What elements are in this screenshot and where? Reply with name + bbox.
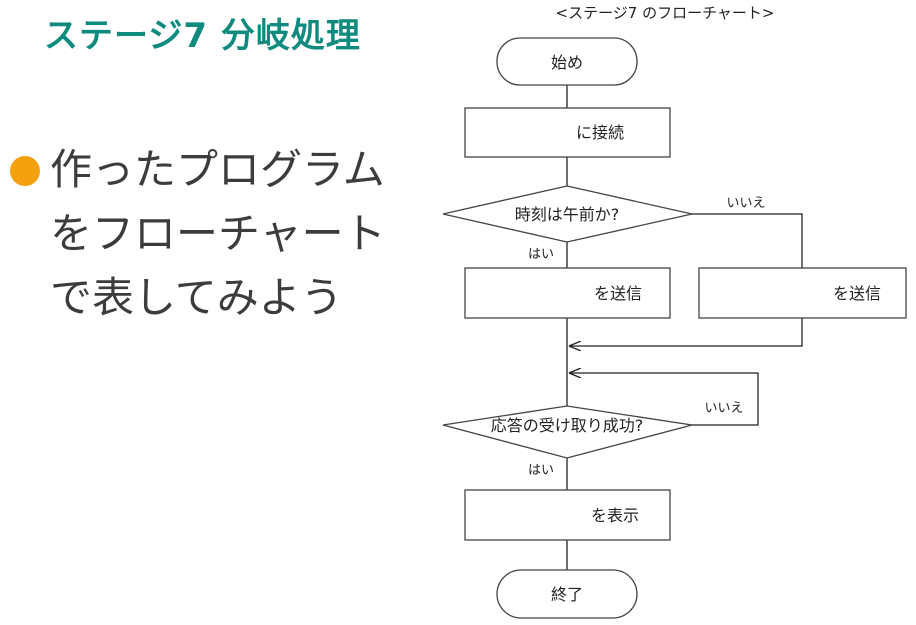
bullet-dot-icon xyxy=(10,156,40,186)
end-label: 終了 xyxy=(551,585,583,604)
connect-process xyxy=(464,107,671,158)
send-process-left xyxy=(464,267,671,319)
send-left-label: を送信 xyxy=(594,284,642,303)
time-no-label: いいえ xyxy=(726,196,765,211)
start-label: 始め xyxy=(551,53,583,72)
time-decision xyxy=(442,185,693,243)
end-terminator xyxy=(496,569,638,619)
display-process xyxy=(464,489,671,541)
send-process-right xyxy=(698,267,907,319)
response-yes-label: はい xyxy=(528,463,554,478)
flowchart-caption: <ステージ7 のフローチャート> xyxy=(556,4,775,22)
bullet-line-2: をフローチャート xyxy=(50,209,386,258)
bullet-line-1: 作ったプログラム xyxy=(50,145,385,194)
send-right-label: を送信 xyxy=(833,284,881,303)
response-decision-label: 応答の受け取り成功? xyxy=(491,416,644,435)
time-decision-label: 時刻は午前か? xyxy=(515,205,620,224)
start-terminator xyxy=(496,37,638,86)
bullet-line-3: で表してみよう xyxy=(50,273,343,322)
time-yes-label: はい xyxy=(528,247,554,262)
response-no-label: いいえ xyxy=(704,401,743,416)
slide-title: ステージ7 分岐処理 xyxy=(44,16,361,56)
connector-lines xyxy=(566,85,803,570)
connect-label: に接続 xyxy=(576,123,624,142)
display-label: を表示 xyxy=(591,506,639,525)
response-decision xyxy=(442,405,693,459)
